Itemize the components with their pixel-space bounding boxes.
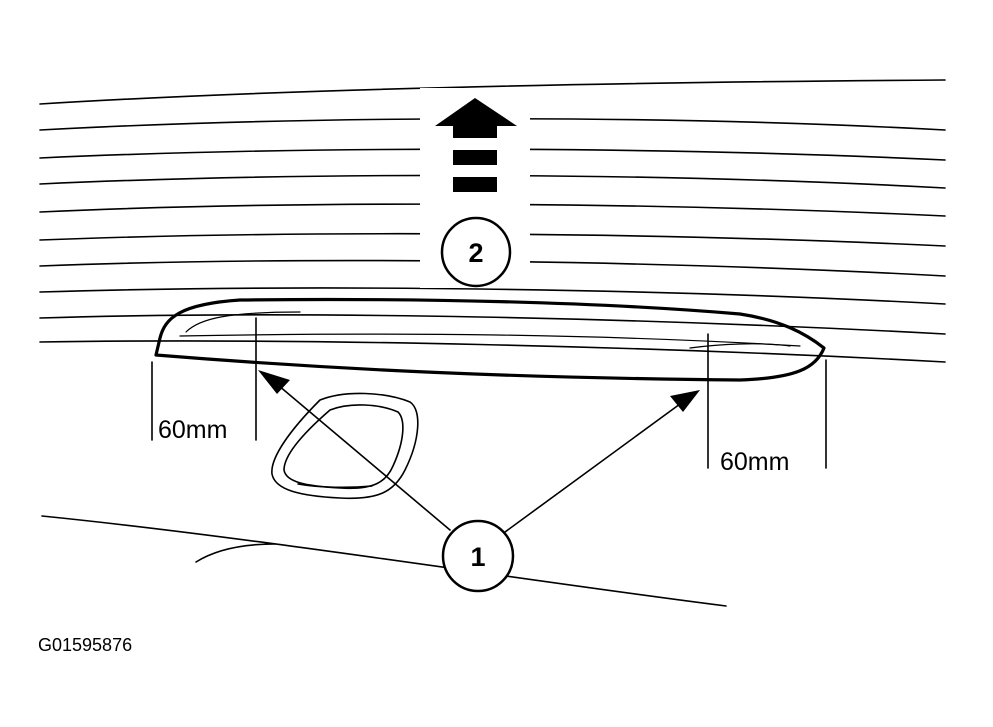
- dimension-lines: [151, 317, 827, 469]
- fixing-point-arrows: [258, 370, 700, 533]
- callout-2-label: 2: [468, 238, 483, 268]
- up-arrow-icon: [435, 98, 517, 192]
- tailgate-panel-lines: [41, 515, 727, 607]
- handle-recess: [271, 392, 419, 500]
- brake-light-housing: [154, 297, 826, 382]
- dimension-right-label: 60mm: [720, 448, 789, 476]
- dimension-left-label: 60mm: [158, 416, 227, 444]
- callout-1-label: 1: [470, 542, 485, 572]
- arrow-head-right-icon: [670, 390, 700, 412]
- figure-id: G01595876: [38, 635, 132, 655]
- callout-1: 1: [441, 519, 515, 593]
- callout-2: 2: [440, 216, 512, 288]
- arrow-head-left-icon: [258, 370, 290, 394]
